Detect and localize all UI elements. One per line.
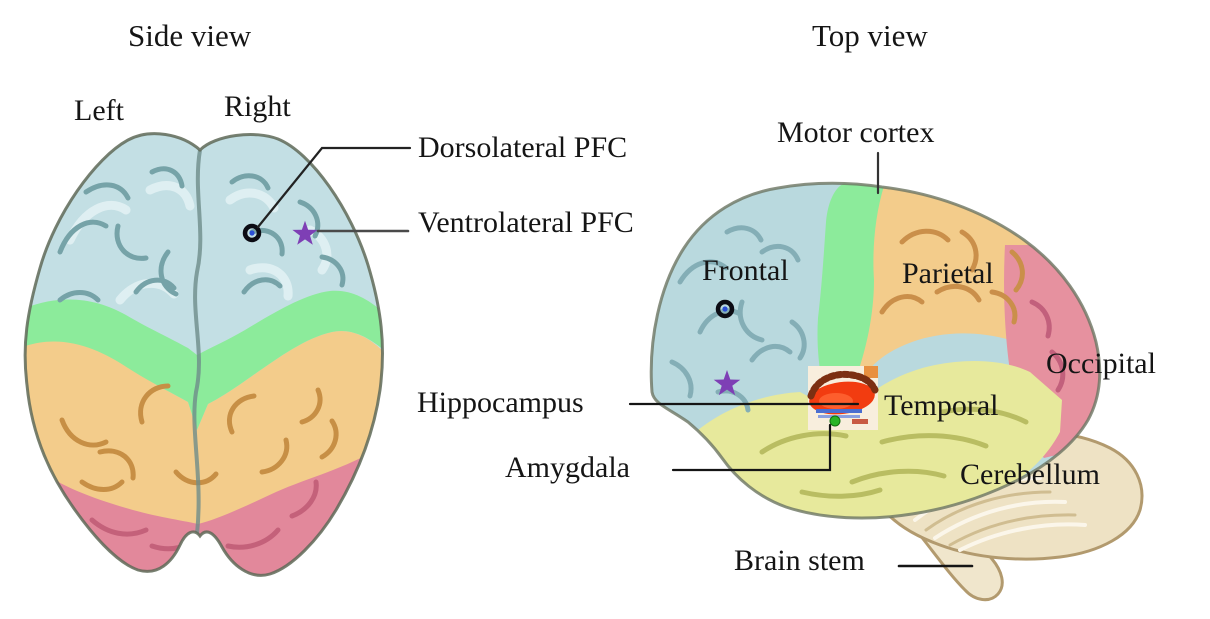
top-view-title: Top view [812,18,928,53]
callout-lines [256,146,974,568]
label-temporal: Temporal [884,389,999,422]
side-view-title: Side view [128,18,252,53]
left-hemisphere-label: Left [74,94,124,127]
label-dorsolateral-pfc: Dorsolateral PFC [418,131,628,164]
label-brain-stem: Brain stem [734,544,865,577]
amygdala-line [671,423,832,472]
label-hippocampus: Hippocampus [417,386,584,419]
top-view-circle-marker [715,299,735,319]
right-hemisphere-label: Right [224,90,291,123]
label-occipital: Occipital [1046,347,1156,380]
label-amygdala: Amygdala [505,451,630,484]
motor-cortex-region [817,183,884,412]
longitudinal-fissure [192,149,203,535]
hippocampus-structure [807,366,879,430]
label-cerebellum: Cerebellum [960,458,1100,491]
dorsolateral-pfc-line [256,146,412,229]
side-motor-cortex-region [25,290,383,430]
dorsolateral-pfc-marker [242,223,262,243]
side-view-brain [23,132,384,577]
ventrolateral-pfc-marker [292,220,318,245]
label-ventrolateral-pfc: Ventrolateral PFC [418,206,634,239]
label-frontal: Frontal [702,254,789,287]
label-motor-cortex: Motor cortex [777,116,935,149]
side-view-markers [242,220,318,245]
label-parietal: Parietal [902,257,994,290]
top-view-star-marker [713,370,741,396]
top-view-brain [649,181,1144,602]
amygdala-marker [829,415,841,427]
